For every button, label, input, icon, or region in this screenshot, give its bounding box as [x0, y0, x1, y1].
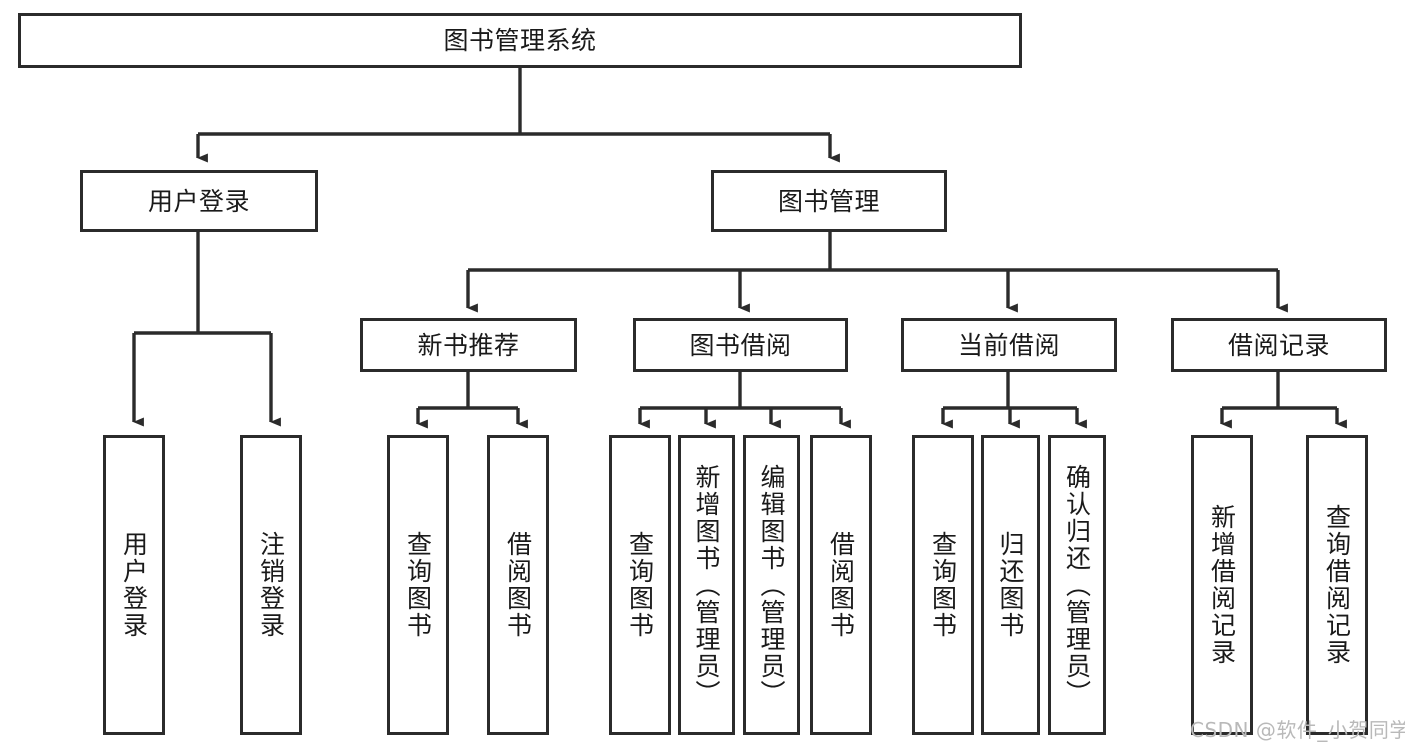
leaf-add-record[interactable]: 新增借阅记录 — [1191, 435, 1253, 735]
leaf-edit-book-label: 编辑图书（管理员） — [757, 463, 786, 707]
node-book-borrow-label: 图书借阅 — [689, 330, 792, 360]
node-user-login-label: 用户登录 — [147, 186, 250, 216]
leaf-query-book-3[interactable]: 查询图书 — [912, 435, 974, 735]
csdn-watermark: CSDN @软件_小贺同学 — [1190, 714, 1405, 743]
leaf-logout-login-label: 注销登录 — [256, 531, 286, 639]
node-current-borrow[interactable]: 当前借阅 — [901, 318, 1117, 372]
leaf-edit-book[interactable]: 编辑图书（管理员） — [743, 435, 800, 735]
leaf-add-record-label: 新增借阅记录 — [1207, 504, 1237, 666]
leaf-query-book-2-label: 查询图书 — [625, 531, 655, 639]
node-new-book-recommend[interactable]: 新书推荐 — [360, 318, 577, 372]
leaf-logout-login[interactable]: 注销登录 — [240, 435, 302, 735]
leaf-return-book-label: 归还图书 — [996, 531, 1025, 639]
leaf-return-book[interactable]: 归还图书 — [981, 435, 1040, 735]
node-borrow-record-label: 借阅记录 — [1227, 330, 1330, 360]
leaf-user-login[interactable]: 用户登录 — [103, 435, 165, 735]
leaf-confirm-return-label: 确认归还（管理员） — [1062, 463, 1092, 707]
node-book-borrow[interactable]: 图书借阅 — [633, 318, 848, 372]
leaf-query-book-1[interactable]: 查询图书 — [387, 435, 449, 735]
leaf-add-book-label: 新增图书（管理员） — [692, 463, 721, 707]
leaf-borrow-book-1[interactable]: 借阅图书 — [487, 435, 549, 735]
leaf-add-book[interactable]: 新增图书（管理员） — [678, 435, 735, 735]
node-user-login[interactable]: 用户登录 — [80, 170, 318, 232]
leaf-borrow-book-1-label: 借阅图书 — [503, 531, 533, 639]
leaf-borrow-book-2[interactable]: 借阅图书 — [810, 435, 872, 735]
leaf-query-book-3-label: 查询图书 — [928, 531, 958, 639]
leaf-borrow-book-2-label: 借阅图书 — [826, 531, 856, 639]
node-book-management-label: 图书管理 — [777, 186, 880, 216]
node-new-book-recommend-label: 新书推荐 — [417, 330, 520, 360]
leaf-query-book-2[interactable]: 查询图书 — [609, 435, 671, 735]
leaf-query-record[interactable]: 查询借阅记录 — [1306, 435, 1368, 735]
leaf-query-book-1-label: 查询图书 — [403, 531, 433, 639]
node-current-borrow-label: 当前借阅 — [957, 330, 1060, 360]
leaf-user-login-label: 用户登录 — [119, 531, 149, 639]
node-borrow-record[interactable]: 借阅记录 — [1171, 318, 1387, 372]
node-root-system-label: 图书管理系统 — [443, 26, 597, 55]
leaf-query-record-label: 查询借阅记录 — [1322, 504, 1352, 666]
node-book-management[interactable]: 图书管理 — [711, 170, 947, 232]
node-root-system[interactable]: 图书管理系统 — [18, 13, 1022, 68]
leaf-confirm-return[interactable]: 确认归还（管理员） — [1048, 435, 1106, 735]
csdn-watermark-text: CSDN @软件_小贺同学 — [1190, 718, 1405, 742]
